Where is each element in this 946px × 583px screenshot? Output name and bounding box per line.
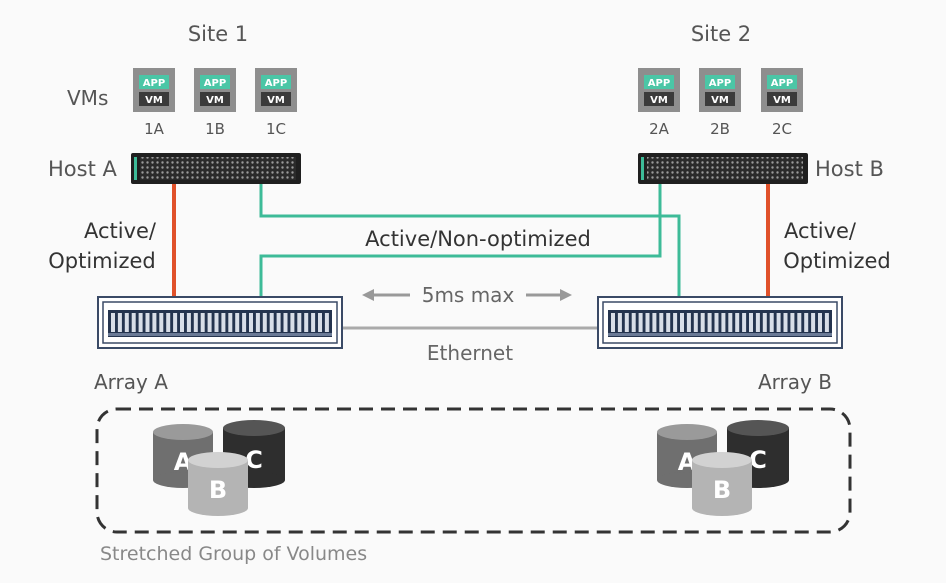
active-optimized-label-b-line2: Optimized <box>783 249 891 273</box>
volume-label: A <box>174 448 193 476</box>
vm-id-label: 1A <box>144 120 165 138</box>
array-a-label: Array A <box>94 370 168 394</box>
vm-vm-label: VM <box>145 95 163 106</box>
site-2-title: Site 2 <box>691 22 751 46</box>
vm-2c: APP VM 2C <box>761 68 803 138</box>
vm-1c: APP VM 1C <box>255 68 297 138</box>
volume-label: B <box>209 476 227 504</box>
vm-id-label: 2C <box>772 120 792 138</box>
stretched-group-label: Stretched Group of Volumes <box>100 543 367 565</box>
non-optimized-path-b-to-a <box>259 184 662 297</box>
vms-label: VMs <box>67 86 108 110</box>
host-b <box>638 153 808 184</box>
vm-vm-label: VM <box>206 95 224 106</box>
vm-id-label: 1B <box>205 120 225 138</box>
array-a <box>97 296 343 349</box>
vm-app-label: APP <box>204 78 226 89</box>
vm-1b: APP VM 1B <box>194 68 236 138</box>
host-b-label: Host B <box>815 157 884 181</box>
array-b-label: Array B <box>758 370 832 394</box>
vm-2b: APP VM 2B <box>699 68 741 138</box>
ethernet-label: Ethernet <box>427 341 513 365</box>
vm-app-label: APP <box>143 78 165 89</box>
vm-vm-label: VM <box>650 95 668 106</box>
vm-app-label: APP <box>771 78 793 89</box>
array-b <box>597 296 843 349</box>
site-2-vm-group: APP VM 2A APP VM 2B APP VM 2C <box>638 68 803 138</box>
vm-vm-label: VM <box>773 95 791 106</box>
volume-b-cylinder: B <box>188 452 248 516</box>
active-optimized-label-b-line1: Active/ <box>784 219 857 243</box>
non-optimized-path-a-to-b <box>259 184 681 297</box>
volume-label: C <box>245 446 263 474</box>
vm-app-label: APP <box>265 78 287 89</box>
volume-label: C <box>749 446 767 474</box>
vm-vm-label: VM <box>267 95 285 106</box>
vm-app-label: APP <box>709 78 731 89</box>
non-optimized-label: Active/Non-optimized <box>365 227 591 251</box>
vm-1a: APP VM 1A <box>133 68 175 138</box>
vm-id-label: 1C <box>266 120 286 138</box>
volume-label: A <box>678 448 697 476</box>
stretched-group-border <box>95 407 852 534</box>
host-a-label: Host A <box>48 157 117 181</box>
site-1-title: Site 1 <box>188 22 248 46</box>
site-2-volumes: A CB <box>657 420 789 516</box>
vm-2a: APP VM 2A <box>638 68 680 138</box>
latency-label: 5ms max <box>422 283 515 307</box>
host-a <box>131 153 301 184</box>
vm-vm-label: VM <box>711 95 729 106</box>
vm-app-label: APP <box>648 78 670 89</box>
site-1-volumes: A CB <box>153 420 285 516</box>
vm-id-label: 2A <box>649 120 670 138</box>
site-1-vm-group: APP VM 1A APP VM 1B APP VM 1C <box>133 68 297 138</box>
latency-arrow <box>362 289 572 301</box>
volume-b-cylinder: B <box>692 452 752 516</box>
vm-id-label: 2B <box>710 120 730 138</box>
active-optimized-label-a-line2: Optimized <box>48 249 156 273</box>
volume-label: B <box>713 476 731 504</box>
active-optimized-label-a-line1: Active/ <box>84 219 157 243</box>
